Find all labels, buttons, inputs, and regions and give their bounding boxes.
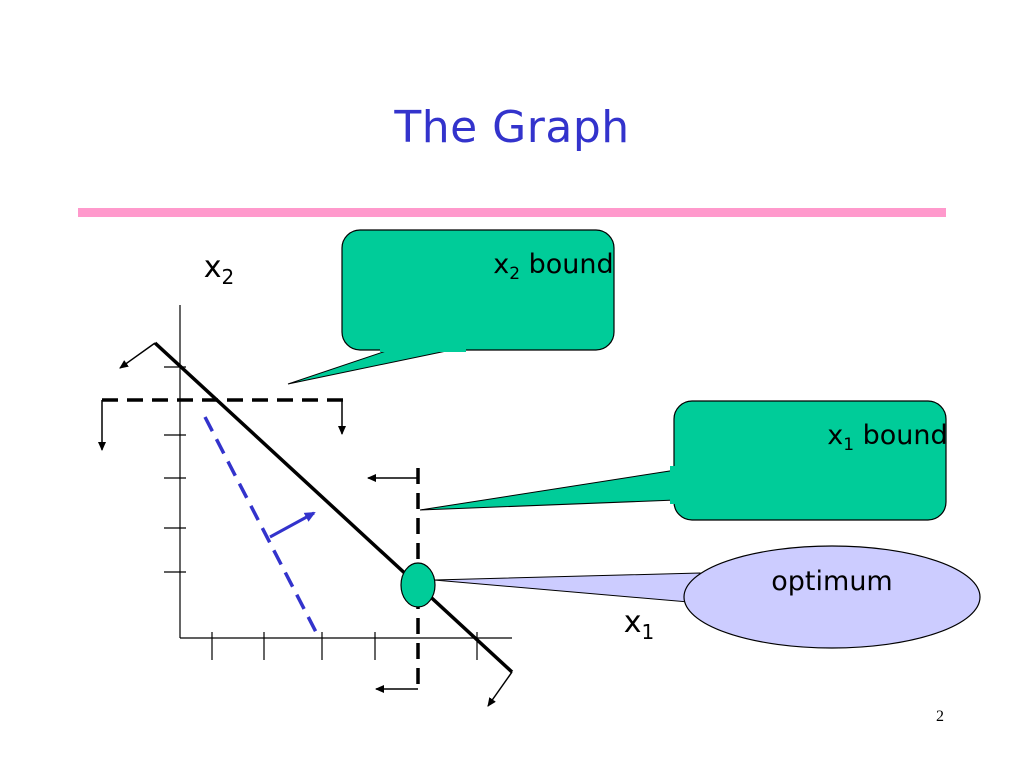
x2-bound-line: [98, 398, 348, 451]
x1-bound-callout-text: x1 bound: [750, 420, 1008, 455]
axes: [164, 305, 512, 660]
objective-direction-arrow: [269, 511, 316, 539]
constraint-direction-arrow: [119, 342, 156, 369]
optimum-callout: optimum: [433, 545, 981, 649]
title-divider: [78, 208, 946, 217]
optimum-callout-text: optimum: [771, 566, 892, 597]
y-axis-label: x2: [137, 250, 282, 292]
objective-line: [203, 416, 318, 633]
x2-bound-callout-text: x2 bound: [416, 249, 674, 284]
page-number: 2: [936, 708, 944, 725]
optimum-point: [400, 562, 436, 608]
x-axis-label: x1: [557, 605, 702, 647]
x2-bound-callout: x2 bound: [287, 229, 674, 385]
constraint-direction-arrow: [487, 671, 513, 707]
slide-title: The Graph: [394, 102, 630, 153]
x1-bound-callout: x1 bound: [419, 400, 1008, 521]
constraint-line: [119, 341, 514, 707]
